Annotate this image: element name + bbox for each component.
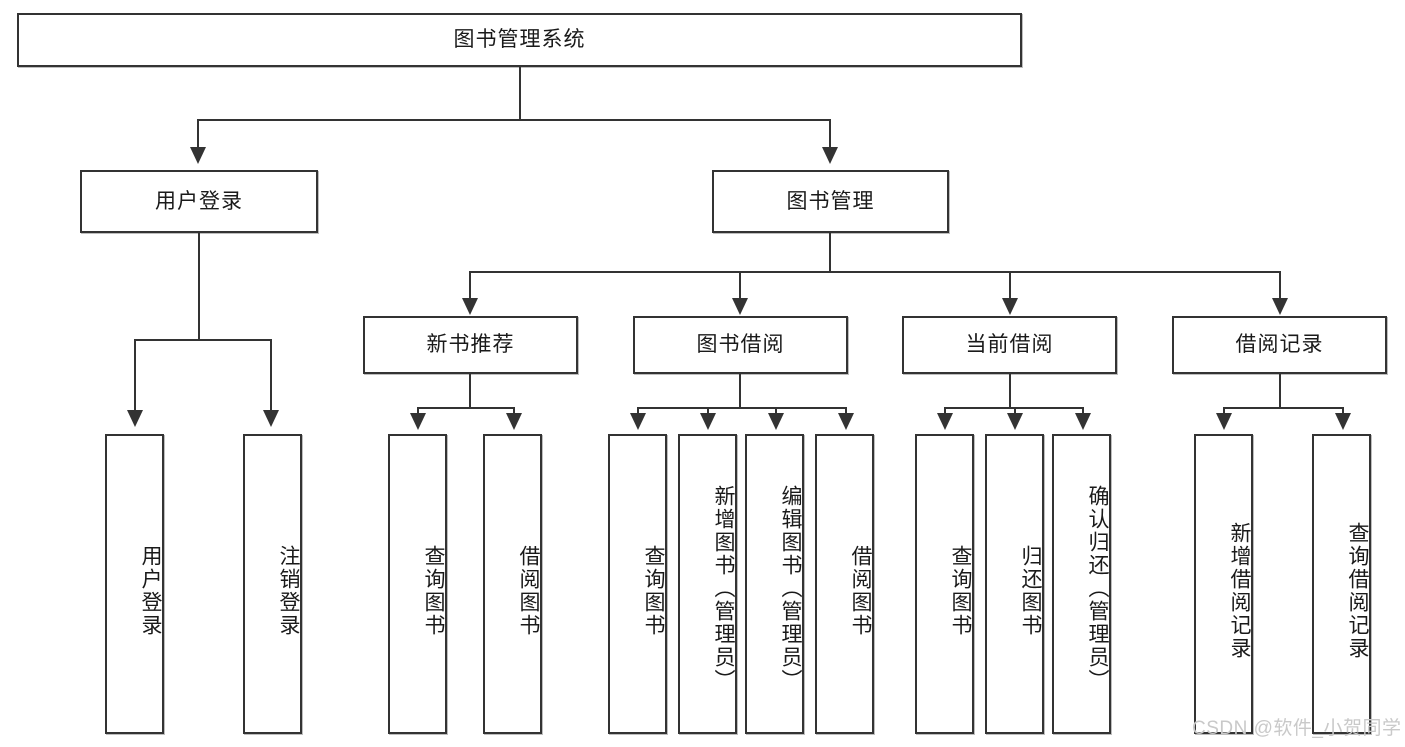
arrowhead-book-borrow — [732, 298, 748, 315]
node-label: 查询图书 — [949, 545, 972, 637]
node-user-login[interactable]: 用户登录 — [80, 170, 318, 233]
leaf-current-borrow-confirm-return-admin[interactable]: 确认归还（管理员） — [1052, 434, 1111, 734]
connector-book-manage-bus — [469, 271, 1280, 273]
connector-borrow-record-drop-2 — [1342, 407, 1344, 413]
node-label: 编辑图书（管理员） — [779, 484, 802, 692]
connector-user-login-drop-2 — [270, 339, 272, 410]
arrowhead-leaf-book-borrow-4 — [838, 413, 854, 430]
node-label: 图书借阅 — [696, 333, 785, 357]
connector-book-borrow-drop-4 — [845, 407, 847, 413]
leaf-current-borrow-query-books[interactable]: 查询图书 — [915, 434, 974, 734]
leaf-borrow-record-add-record[interactable]: 新增借阅记录 — [1194, 434, 1253, 734]
arrowhead-borrow-record — [1272, 298, 1288, 315]
connector-new-book-drop-1 — [417, 407, 419, 413]
arrowhead-book-manage — [822, 147, 838, 164]
leaf-new-book-borrow-books[interactable]: 借阅图书 — [483, 434, 542, 734]
node-current-borrow[interactable]: 当前借阅 — [902, 316, 1117, 374]
connector-book-manage-drop-1 — [469, 271, 471, 298]
arrowhead-current-borrow — [1002, 298, 1018, 315]
node-label: 注销登录 — [277, 545, 300, 637]
connector-current-borrow-drop-2 — [1014, 407, 1016, 413]
arrowhead-leaf-current-borrow-3 — [1075, 413, 1091, 430]
leaf-new-book-query-books[interactable]: 查询图书 — [388, 434, 447, 734]
connector-book-borrow-drop-1 — [637, 407, 639, 413]
arrowhead-user-login — [190, 147, 206, 164]
arrowhead-leaf-book-borrow-1 — [630, 413, 646, 430]
node-label: 借阅图书 — [517, 545, 540, 637]
connector-current-borrow-bus — [944, 407, 1082, 409]
csdn-watermark: CSDN @软件_小贺同学 — [1192, 718, 1402, 739]
connector-new-book-bus — [417, 407, 513, 409]
connector-book-manage-drop-4 — [1279, 271, 1281, 298]
arrowhead-leaf-user-login-1 — [127, 410, 143, 427]
arrowhead-leaf-borrow-record-2 — [1335, 413, 1351, 430]
arrowhead-leaf-book-borrow-2 — [700, 413, 716, 430]
connector-book-manage-drop-2 — [739, 271, 741, 298]
node-label: 用户登录 — [139, 545, 162, 637]
leaf-current-borrow-return-books[interactable]: 归还图书 — [985, 434, 1044, 734]
arrowhead-new-book-recommend — [462, 298, 478, 315]
connector-book-borrow-stem — [739, 374, 741, 407]
node-label: 新增图书（管理员） — [712, 484, 735, 692]
node-label: 新书推荐 — [426, 333, 515, 357]
connector-book-manage-drop-3 — [1009, 271, 1011, 298]
connector-current-borrow-drop-3 — [1082, 407, 1084, 413]
arrowhead-leaf-current-borrow-2 — [1007, 413, 1023, 430]
leaf-user-login-logout[interactable]: 注销登录 — [243, 434, 302, 734]
connector-borrow-record-bus — [1223, 407, 1342, 409]
arrowhead-leaf-new-book-1 — [410, 413, 426, 430]
connector-book-borrow-drop-2 — [707, 407, 709, 413]
leaf-book-borrow-borrow-books[interactable]: 借阅图书 — [815, 434, 874, 734]
leaf-book-borrow-edit-book-admin[interactable]: 编辑图书（管理员） — [745, 434, 804, 734]
connector-book-borrow-bus — [637, 407, 845, 409]
node-label: 借阅图书 — [849, 545, 872, 637]
connector-book-borrow-drop-3 — [775, 407, 777, 413]
node-label: 查询借阅记录 — [1346, 522, 1369, 660]
leaf-user-login-user-login[interactable]: 用户登录 — [105, 434, 164, 734]
node-label: 图书管理系统 — [453, 28, 586, 52]
connector-root-bus — [197, 119, 831, 121]
node-label: 借阅记录 — [1235, 333, 1324, 357]
node-label: 当前借阅 — [965, 333, 1054, 357]
node-label: 查询图书 — [642, 545, 665, 637]
node-label: 新增借阅记录 — [1228, 522, 1251, 660]
connector-new-book-stem — [469, 374, 471, 407]
arrowhead-leaf-new-book-2 — [506, 413, 522, 430]
leaf-borrow-record-query-record[interactable]: 查询借阅记录 — [1312, 434, 1371, 734]
connector-root-to-book-manage — [829, 119, 831, 147]
connector-new-book-drop-2 — [513, 407, 515, 413]
arrowhead-leaf-borrow-record-1 — [1216, 413, 1232, 430]
connector-user-login-bus — [134, 339, 270, 341]
node-label: 查询图书 — [422, 545, 445, 637]
connector-book-manage-stem — [829, 233, 831, 271]
node-label: 确认归还（管理员） — [1086, 484, 1109, 692]
node-new-book-recommend[interactable]: 新书推荐 — [363, 316, 578, 374]
connector-current-borrow-drop-1 — [944, 407, 946, 413]
connector-user-login-stem — [198, 233, 200, 339]
node-book-borrow[interactable]: 图书借阅 — [633, 316, 848, 374]
leaf-book-borrow-query-books[interactable]: 查询图书 — [608, 434, 667, 734]
connector-user-login-drop-1 — [134, 339, 136, 410]
node-label: 图书管理 — [786, 189, 875, 213]
node-borrow-record[interactable]: 借阅记录 — [1172, 316, 1387, 374]
connector-root-to-user-login — [197, 119, 199, 147]
arrowhead-leaf-current-borrow-1 — [937, 413, 953, 430]
node-book-manage[interactable]: 图书管理 — [712, 170, 949, 233]
leaf-book-borrow-add-book-admin[interactable]: 新增图书（管理员） — [678, 434, 737, 734]
node-label: 归还图书 — [1019, 545, 1042, 637]
connector-borrow-record-drop-1 — [1223, 407, 1225, 413]
arrowhead-leaf-user-login-2 — [263, 410, 279, 427]
node-root-system[interactable]: 图书管理系统 — [17, 13, 1022, 67]
connector-borrow-record-stem — [1279, 374, 1281, 407]
connector-current-borrow-stem — [1009, 374, 1011, 407]
node-label: 用户登录 — [155, 189, 243, 213]
connector-root-stem — [519, 67, 521, 119]
arrowhead-leaf-book-borrow-3 — [768, 413, 784, 430]
